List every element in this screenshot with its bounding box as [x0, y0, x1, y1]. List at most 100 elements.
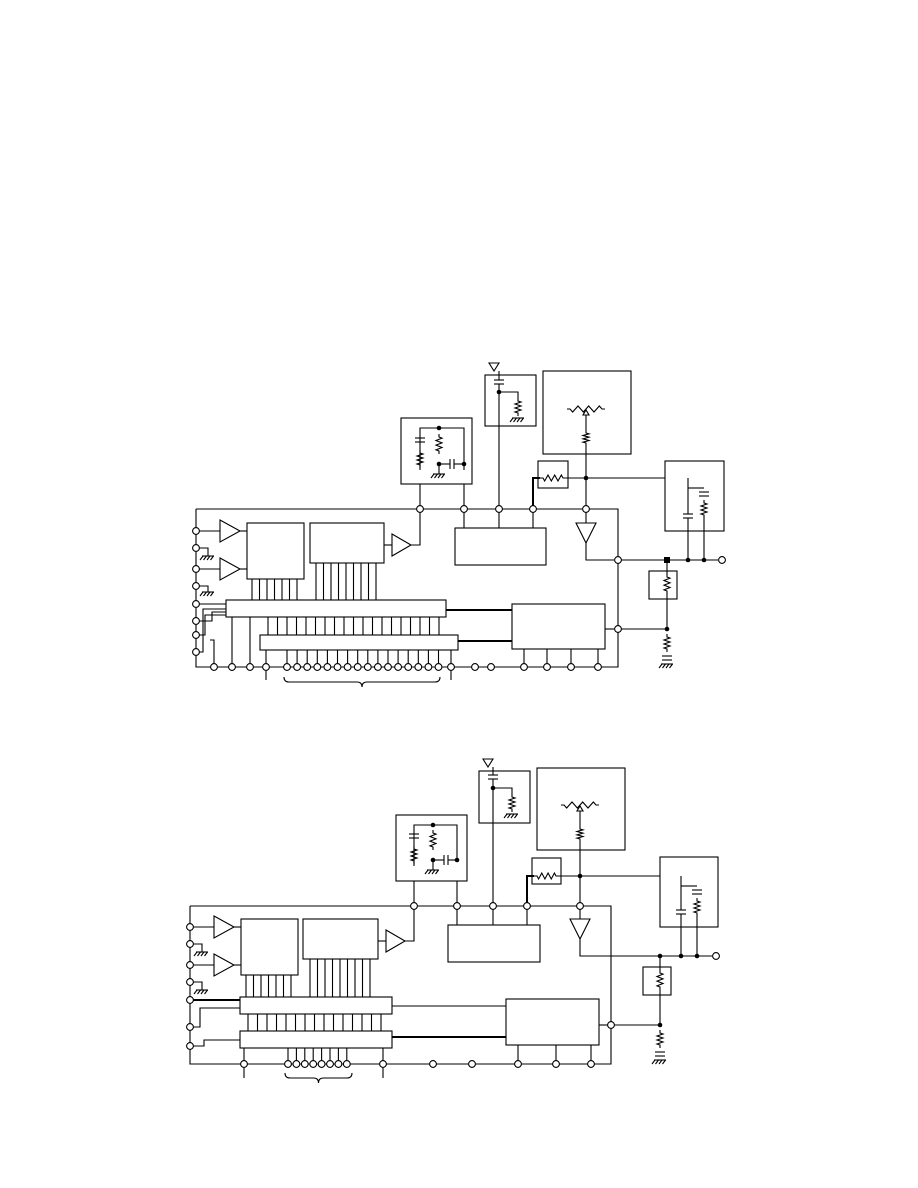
ground-symbol: [197, 951, 201, 957]
oscillator-block: [454, 527, 547, 566]
wire: [579, 939, 682, 957]
trimmer-arrow: [576, 804, 584, 812]
pin-terminal: [192, 565, 200, 573]
pin-terminal: [607, 1021, 615, 1029]
bus-pin-terminal: [309, 1060, 318, 1068]
ground-symbol: [430, 473, 435, 479]
pin-terminal: [520, 663, 528, 671]
ground-symbol: [655, 1059, 659, 1065]
junction-dot: [657, 1022, 663, 1028]
bus-pin-terminal: [283, 663, 291, 671]
ground-symbol: [520, 417, 524, 423]
pin-terminal: [453, 902, 461, 910]
input-logic-block: [240, 918, 299, 976]
ground-symbol: [435, 869, 439, 875]
junction-dot: [694, 953, 700, 959]
input-amplifier: [213, 953, 236, 977]
pin-terminal: [587, 1060, 595, 1068]
wire: [193, 1007, 240, 1028]
ground-symbol: [510, 813, 515, 819]
pin-terminal: [192, 648, 200, 656]
pin-terminal: [192, 631, 200, 639]
ground-symbol: [200, 951, 205, 957]
junction-dot: [436, 425, 442, 431]
junction-dot: [678, 953, 684, 959]
pin-terminal: [614, 556, 622, 564]
pin-terminal: [552, 1060, 560, 1068]
trimmer-arrow: [582, 408, 590, 416]
wire: [193, 943, 203, 952]
wire: [199, 608, 226, 653]
output-buffer: [569, 918, 591, 941]
pin-terminal: [186, 996, 194, 1004]
pin-terminal: [192, 617, 200, 625]
pin-terminal: [192, 527, 200, 535]
ground-symbol: [431, 869, 436, 875]
ground-symbol: [199, 591, 204, 597]
resistor: [540, 473, 566, 483]
oscillator-block: [447, 924, 541, 963]
bus-pin-terminal: [317, 1060, 326, 1068]
pin-terminal: [712, 952, 720, 960]
output-filter-box: [659, 856, 719, 928]
ic-outline: [195, 508, 619, 668]
pin-terminal: [495, 505, 503, 513]
resistor: [692, 898, 702, 916]
pin-terminal: [186, 1023, 194, 1031]
series-resistor-box: [531, 857, 562, 885]
input-network-box: [484, 374, 537, 427]
ground-symbol: [513, 417, 517, 423]
bus-pin-terminal: [313, 663, 322, 671]
ground-symbol: [441, 473, 445, 479]
bus-pin-terminal: [292, 1060, 301, 1068]
pin-terminal: [192, 544, 200, 552]
junction-dot: [701, 557, 707, 563]
pin-terminal: [186, 940, 194, 948]
ground-symbol: [203, 555, 207, 561]
wire: [193, 981, 203, 990]
series-resistor-box: [537, 460, 569, 489]
wire: [210, 639, 215, 664]
wire: [493, 787, 513, 794]
bus-pin-terminal: [323, 663, 332, 671]
pin-group-brace: [284, 1072, 353, 1084]
output-filter-box: [664, 460, 725, 532]
pin-terminal: [447, 663, 455, 671]
output-buffer: [575, 522, 597, 545]
bus-pin-terminal: [434, 663, 443, 671]
input-network-box: [478, 770, 531, 824]
control-logic-block: [505, 998, 600, 1046]
ground-symbol: [514, 813, 518, 819]
pin-terminal: [594, 663, 602, 671]
resistor: [507, 794, 517, 812]
ground-symbol: [206, 555, 211, 561]
bus-pin-terminal: [424, 663, 433, 671]
ground-symbol: [662, 1059, 666, 1065]
pin-terminal: [192, 582, 200, 590]
wire: [411, 509, 421, 546]
pin-terminal: [240, 1060, 248, 1068]
resistor: [655, 970, 665, 990]
wire: [199, 547, 209, 556]
ground-symbol: [204, 951, 208, 957]
pin-terminal: [262, 663, 270, 671]
bus-pin-terminal: [353, 663, 362, 671]
upper-block-diagram: [192, 362, 726, 688]
pin-terminal: [523, 902, 531, 910]
pin-terminal: [471, 663, 479, 671]
ground-symbol: [193, 951, 198, 957]
resistor: [580, 430, 592, 446]
pin-terminal: [228, 663, 236, 671]
resistor: [434, 434, 444, 454]
ground-symbol: [437, 473, 442, 479]
resistor: [574, 826, 586, 842]
wire: [419, 427, 465, 470]
resistor: [513, 398, 523, 416]
pin-terminal: [410, 902, 418, 910]
input-amplifier: [219, 519, 242, 543]
ground-symbol: [665, 663, 670, 669]
bus-pin-terminal: [300, 1060, 309, 1068]
pin-group-brace: [283, 676, 441, 688]
